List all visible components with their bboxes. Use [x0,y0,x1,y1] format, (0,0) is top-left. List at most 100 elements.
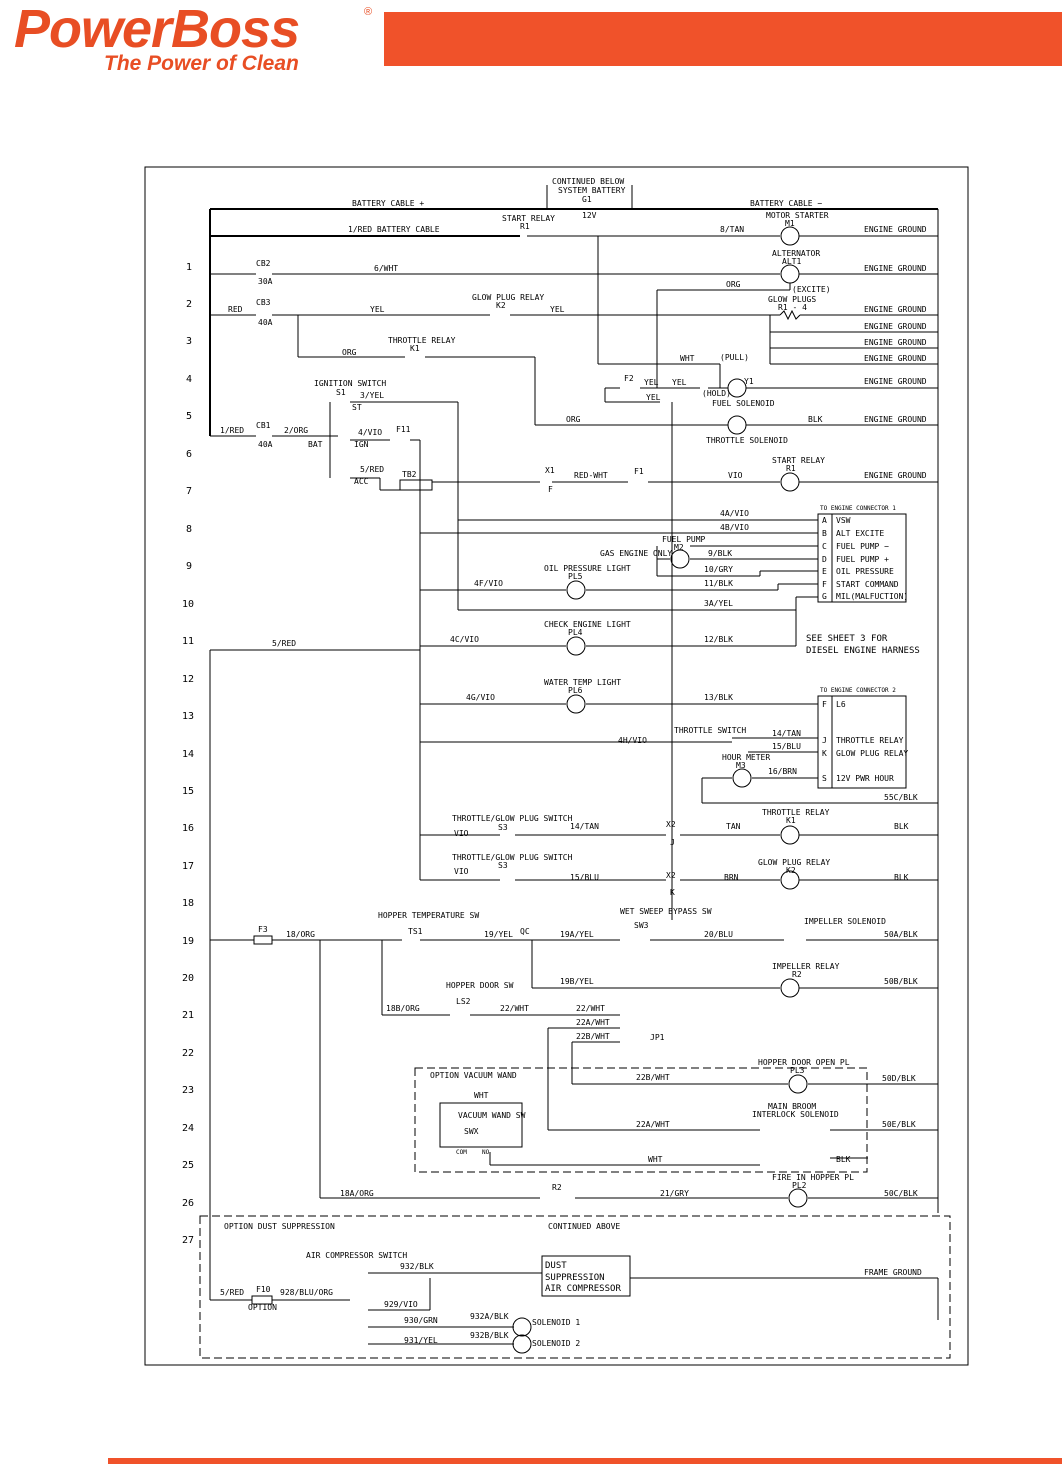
connector-1-pin-name: VSW [836,516,851,525]
label-water-temp-light: WATER TEMP LIGHT [544,678,621,687]
brand-tagline: The Power of Clean [104,52,299,75]
label-gry21: 21/GRY [660,1189,689,1198]
label-battery-cable-neg: BATTERY CABLE − [750,199,822,208]
connector-2-pin-name: THROTTLE RELAY [836,736,904,745]
label-alt1: ALT1 [782,257,801,266]
label-throttle-solenoid: THROTTLE SOLENOID [706,436,788,445]
label-com: COM [456,1149,467,1156]
label-blk932a: 932A/BLK [470,1312,509,1321]
row-number: 6 [186,449,192,460]
label-engine-ground: ENGINE GROUND [864,471,927,480]
label-yel19: 19/YEL [484,930,513,939]
label-k: K [670,888,675,897]
label-r1: R1 [786,464,796,473]
label-cb1: CB1 [256,421,271,430]
label-option: OPTION [248,1303,277,1312]
label-m2: M2 [674,543,684,552]
label-acc: ACC [354,477,369,486]
label-f1: F1 [634,467,644,476]
connector-1-pin-name: START COMMAND [836,580,899,589]
label-vio4b: 4B/VIO [720,523,749,532]
label-yel: YEL [550,305,565,314]
label-vio: VIO [728,471,743,480]
label-hopper-door-sw: HOPPER DOOR SW [446,981,514,990]
row-number: 5 [186,411,192,422]
label-red1: 1/RED [220,426,244,435]
label-bat: BAT [308,440,323,449]
label-blk50d: 50D/BLK [882,1074,916,1083]
label-org18b: 18B/ORG [386,1004,420,1013]
label-impeller-solenoid: IMPELLER SOLENOID [804,917,886,926]
row-number: 7 [186,486,192,497]
label-s1: S1 [336,388,346,397]
label-continued-below: CONTINUED BELOW [552,177,624,186]
label-wht: WHT [680,354,695,363]
connector-2-pin: F [822,700,827,709]
row-numbers: 1 2 3 4 5 6 7 8 9 10 11 12 13 14 15 16 1… [182,262,194,1246]
label-yel: YEL [644,378,659,387]
label-r1-top: R1 [520,222,530,231]
label-cb3: CB3 [256,298,271,307]
label-g1: G1 [582,195,592,204]
label-yel19b: 19B/YEL [560,977,594,986]
label-ignition-switch: IGNITION SWITCH [314,379,386,388]
label-dust: DUST [545,1261,567,1271]
label-red-battery-cable: 1/RED BATTERY CABLE [348,225,440,234]
label-glow-plug-relay: GLOW PLUG RELAY [472,293,544,302]
label-cb2: CB2 [256,259,271,268]
connector-1-pin-name: ALT EXCITE [836,529,884,538]
label-pl2: PL2 [792,1181,807,1190]
label-s3: S3 [498,823,508,832]
connector-2-pin-name: L6 [836,700,846,709]
label-blk50b: 50B/BLK [884,977,918,986]
row-number: 13 [182,711,194,722]
label-blk13: 13/BLK [704,693,733,702]
label-throttle-glow-switch: THROTTLE/GLOW PLUG SWITCH [452,814,573,823]
label-red5: 5/RED [220,1288,244,1297]
label-excite: (EXCITE) [792,285,831,294]
connector-1-pin: G [822,592,827,601]
label-throttle-glow-switch: THROTTLE/GLOW PLUG SWITCH [452,853,573,862]
label-st: ST [352,403,362,412]
label-solenoid-1: SOLENOID 1 [532,1318,580,1327]
label-blk932: 932/BLK [400,1262,434,1271]
label-engine-ground: ENGINE GROUND [864,415,927,424]
label-yel19a: 19A/YEL [560,930,594,939]
schematic-wires [144,166,969,1366]
label-battery-cable-pos: BATTERY CABLE + [352,199,424,208]
label-glow-plug-relay: GLOW PLUG RELAY [758,858,830,867]
label-org: ORG [342,348,357,357]
row-number: 9 [186,561,192,572]
label-blk: BLK [808,415,823,424]
label-wet-sweep-bypass: WET SWEEP BYPASS SW [620,907,712,916]
header-accent-bar [384,12,1062,66]
label-hopper-temp-sw: HOPPER TEMPERATURE SW [378,911,479,920]
row-number: 18 [182,898,194,909]
label-blu928: 928/BLU/ORG [280,1288,333,1297]
label-wht22a: 22A/WHT [636,1120,670,1129]
row-number: 24 [182,1123,194,1134]
label-wht22: 22/WHT [500,1004,529,1013]
label-start-relay-top: START RELAY [502,214,555,223]
label-k2: K2 [496,301,506,310]
label-tan: TAN [726,822,741,831]
label-suppression: SUPPRESSION [545,1273,605,1283]
label-blk12: 12/BLK [704,635,733,644]
label-vio4h: 4H/VIO [618,736,647,745]
row-number: 23 [182,1085,194,1096]
row-number: 3 [186,336,192,347]
connector-2-pin-name: GLOW PLUG RELAY [836,749,908,758]
label-frame-ground: FRAME GROUND [864,1268,922,1277]
label-engine-ground: ENGINE GROUND [864,264,927,273]
label-org: ORG [726,280,741,289]
label-blk: BLK [894,873,909,882]
label-option-vacuum-wand: OPTION VACUUM WAND [430,1071,517,1080]
label-cb3-rating: 40A [258,318,273,327]
label-wht: WHT [648,1155,663,1164]
row-number: 1 [186,262,192,273]
label-pl3: PL3 [790,1066,805,1075]
label-impeller-relay: IMPELLER RELAY [772,962,840,971]
label-red5-row11: 5/RED [272,639,296,648]
label-hour-meter: HOUR METER [722,753,770,762]
label-main-broom: MAIN BROOM [768,1102,816,1111]
